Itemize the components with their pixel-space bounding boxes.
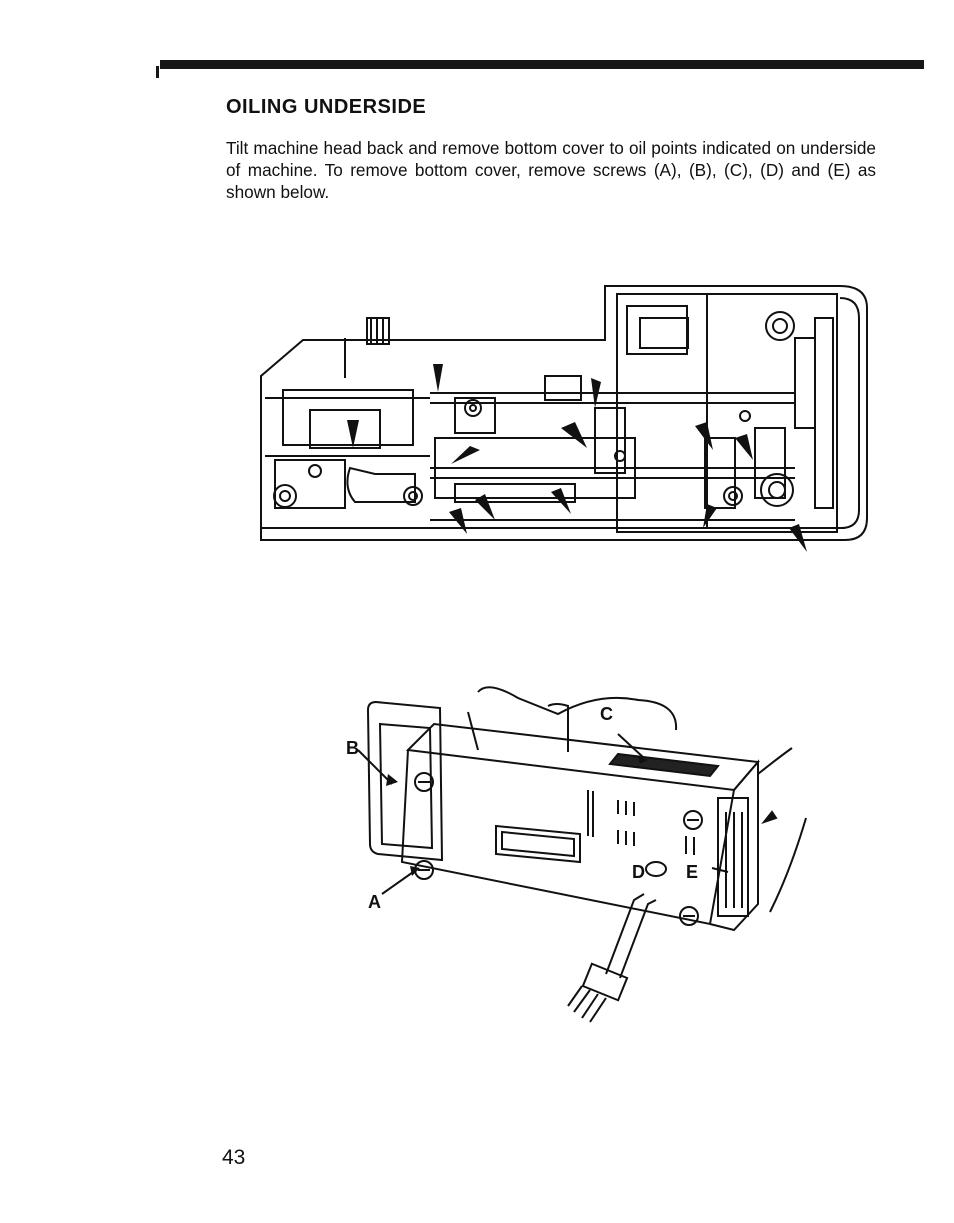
header-rule xyxy=(160,60,924,69)
instruction-paragraph: Tilt machine head back and remove bottom… xyxy=(226,138,876,202)
screw-label-e: E xyxy=(686,862,698,882)
bottom-cover-removal-diagram: B C A D E xyxy=(346,686,807,1023)
page-title: OILING UNDERSIDE xyxy=(226,96,427,118)
screw-label-c: C xyxy=(600,704,613,724)
screw-label-a: A xyxy=(368,892,381,912)
page-number: 43 xyxy=(222,1146,246,1169)
screw-label-b: B xyxy=(346,738,359,758)
underside-oiling-diagram xyxy=(260,285,868,552)
header-rule-mark xyxy=(156,66,159,78)
screw-label-d: D xyxy=(632,862,645,882)
